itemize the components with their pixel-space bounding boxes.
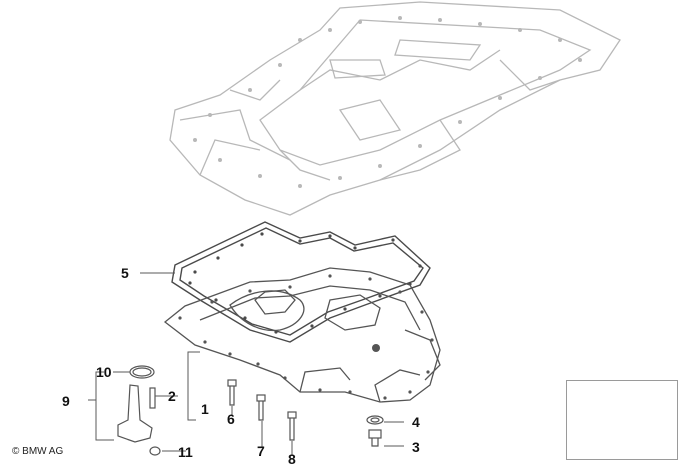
callout-7: 7 [257, 443, 265, 459]
vehicle-inset-frame [566, 380, 678, 460]
oil-pan [163, 267, 441, 403]
callout-5: 5 [121, 265, 129, 281]
callout-1: 1 [201, 401, 209, 417]
engine-bolt-holes [193, 16, 582, 188]
bolts [227, 379, 384, 447]
callout-3: 3 [412, 439, 420, 455]
copyright-notice: © BMW AG [12, 446, 64, 457]
oil-level-sensor [117, 365, 161, 456]
gasket-holes [188, 232, 422, 334]
leader-lines [88, 272, 404, 455]
callout-6: 6 [227, 411, 235, 427]
callout-9: 9 [62, 393, 70, 409]
oil-pan-holes [178, 274, 434, 400]
engine-block [169, 1, 621, 216]
callout-10: 10 [96, 364, 112, 380]
callout-4: 4 [412, 414, 420, 430]
gasket [171, 221, 431, 343]
callout-11: 11 [178, 444, 193, 460]
callout-8: 8 [288, 451, 296, 467]
callout-2: 2 [168, 388, 176, 404]
